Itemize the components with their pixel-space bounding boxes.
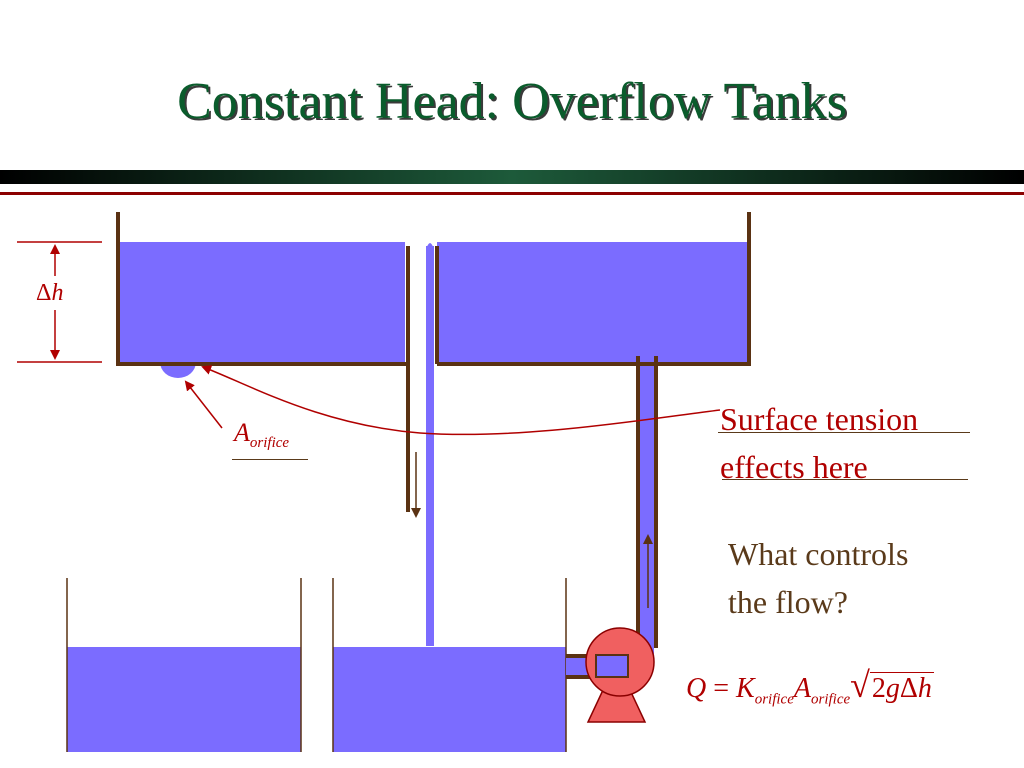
orifice-pointer-arrow — [184, 380, 223, 429]
surface-tension-underline-2 — [722, 479, 968, 480]
orifice-flow-equation: Q = KorificeAorifice√2gΔh — [686, 664, 934, 709]
question-line-1: What controls — [728, 536, 909, 572]
eq-k-subscript: orifice — [754, 691, 794, 708]
overflow-stream — [426, 246, 434, 646]
upper-tank — [116, 212, 751, 512]
supply-pipe-water — [640, 362, 654, 654]
eq-a-symbol: A — [793, 673, 811, 704]
orifice-label-underline — [232, 459, 308, 460]
eq-radical-sign: √ — [850, 665, 870, 705]
title-divider — [0, 170, 1024, 195]
eq-flow-symbol: Q — [686, 673, 707, 704]
pump-icon — [585, 627, 655, 723]
slide-title: Constant Head: Overflow Tanks — [177, 73, 847, 130]
eq-h: h — [917, 673, 932, 704]
orifice-area-label: Aorifice — [234, 418, 289, 452]
overflow-stream-cap — [426, 243, 434, 250]
upper-left-tank-water — [120, 242, 405, 362]
surface-tension-line-2: effects here — [720, 449, 868, 485]
eq-equals: = — [713, 673, 730, 704]
surface-tension-label: Surface tension effects here — [720, 395, 918, 491]
delta-symbol: Δ — [36, 280, 52, 306]
upper-right-tank-water — [437, 242, 747, 362]
lower-left-tank-water — [67, 647, 301, 752]
delta-h-dimension — [17, 241, 102, 363]
delta-h-label: Δh — [36, 280, 63, 307]
eq-two: 2 — [871, 673, 886, 704]
question-label: What controls the flow? — [728, 530, 908, 626]
eq-delta: Δ — [899, 673, 918, 704]
lower-right-tank-water — [333, 647, 566, 752]
eq-a-subscript: orifice — [810, 691, 851, 708]
orifice-area-subscript: orifice — [249, 435, 290, 452]
question-line-2: the flow? — [728, 584, 848, 620]
eq-k-symbol: K — [736, 673, 755, 704]
surface-tension-line-1: Surface tension — [720, 401, 919, 437]
surface-tension-curve — [201, 365, 721, 436]
orifice-area-symbol: A — [234, 418, 250, 447]
delta-h-variable: h — [51, 280, 64, 306]
eq-radicand: 2gΔh — [869, 672, 934, 704]
supply-pipe — [636, 356, 658, 648]
eq-g: g — [885, 673, 900, 704]
surface-tension-underline-1 — [718, 432, 970, 433]
